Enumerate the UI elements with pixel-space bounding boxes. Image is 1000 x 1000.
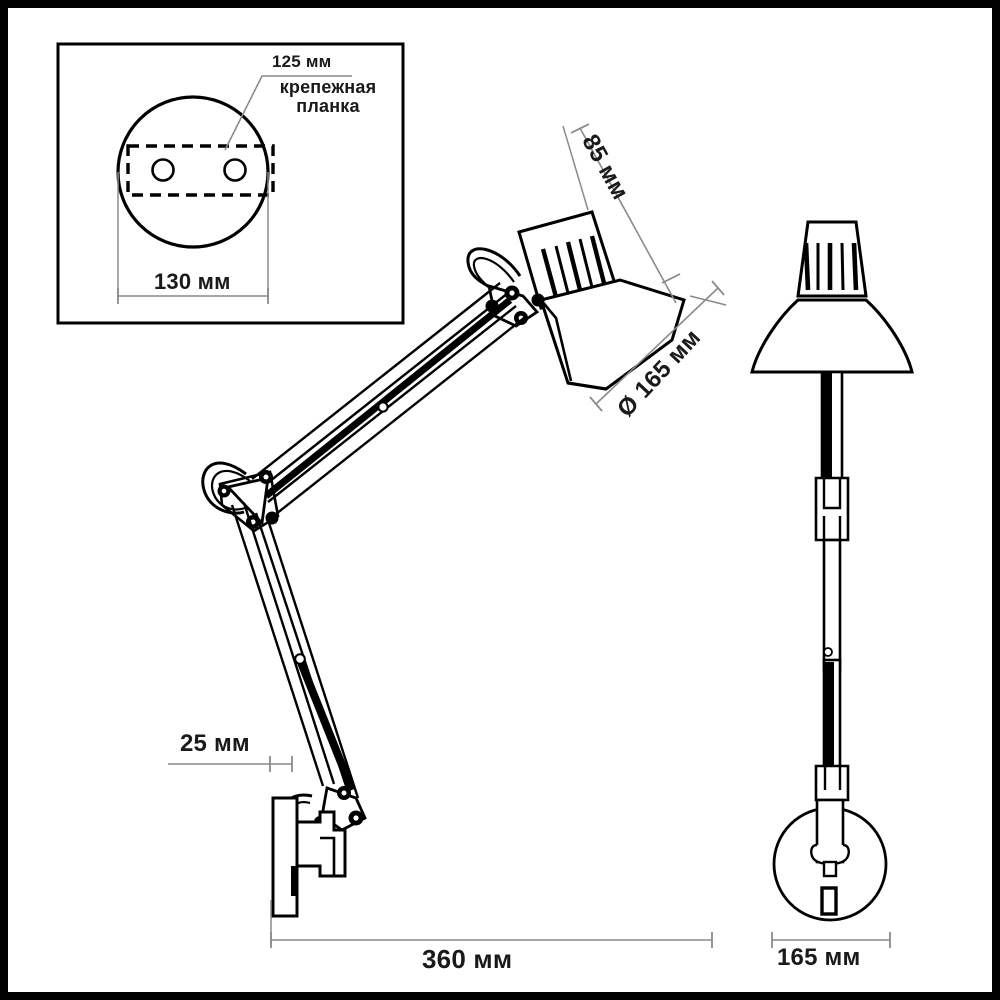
elbow-bolt-bottom-right (265, 511, 279, 525)
front-lower-joint-inner (823, 766, 842, 790)
head-pivot-bolt-mid (531, 293, 545, 307)
elbow-bolt-bottom-hole (250, 519, 256, 525)
base-bolt-lower-hole (353, 815, 359, 821)
dim-85-line (579, 127, 677, 304)
base-bolt-upper-hole (341, 790, 347, 796)
front-base-switch (820, 886, 838, 916)
shade-rim-edge (567, 381, 607, 391)
label-360mm: 360 мм (422, 944, 513, 974)
front-view-group (750, 220, 914, 948)
mounting-strip-dashed (126, 144, 275, 197)
dim-165d-line (595, 287, 719, 405)
dim-85-tick-top (570, 123, 590, 134)
elbow-bolt-top-hole (263, 474, 269, 480)
label-mounting-plate-line1: крепежная (279, 77, 377, 97)
side-view-group (168, 123, 727, 948)
shade-shoulder (540, 299, 573, 382)
wall-cable-slot (291, 866, 298, 896)
upper-arm-spring-rod (263, 297, 513, 499)
dim-85-tick-bottom (661, 273, 681, 284)
label-165mm: 165 мм (777, 944, 861, 971)
head-pivot-bolt-upper-hole (509, 290, 515, 296)
front-arm-lower-rod (825, 662, 834, 778)
front-upper-joint-inner2 (822, 516, 842, 540)
upper-arm-spring-eyelet (377, 401, 389, 413)
label-25mm: 25 мм (180, 730, 250, 757)
label-mounting-plate-line2: планка (296, 96, 360, 116)
lower-arm-spring-eyelet (294, 653, 306, 665)
wall-bracket-inner-step (320, 836, 336, 876)
front-lamp-shade (750, 298, 914, 374)
elbow-bolt-left-hole (221, 488, 227, 494)
label-125mm: 125 мм (272, 52, 332, 71)
label-mounting-plate: крепежная планка (253, 78, 403, 116)
front-upper-joint-inner (822, 478, 842, 510)
head-vent-slots (540, 235, 607, 298)
dim-165d-tick-top (711, 280, 725, 296)
label-130mm: 130 мм (154, 269, 231, 294)
front-lower-joint-bracket (814, 764, 850, 802)
callout-leader-line (224, 75, 352, 151)
wall-backplate (271, 796, 299, 918)
dim-165d-tick-bottom (589, 396, 603, 412)
front-vent-slots (803, 242, 859, 291)
screw-hole-right (223, 158, 247, 182)
front-arm-mid-eyelet (823, 647, 833, 657)
dim-165d-ext-top (689, 295, 727, 306)
upper-arm-rails (251, 282, 525, 515)
front-base-pin (822, 860, 838, 878)
inset-detail-group (56, 42, 405, 325)
screw-hole-left (151, 158, 175, 182)
front-arm-upper-rod (823, 372, 832, 490)
dim-85-ext-upper (562, 125, 589, 211)
lower-arm-spring-rod (296, 658, 356, 792)
